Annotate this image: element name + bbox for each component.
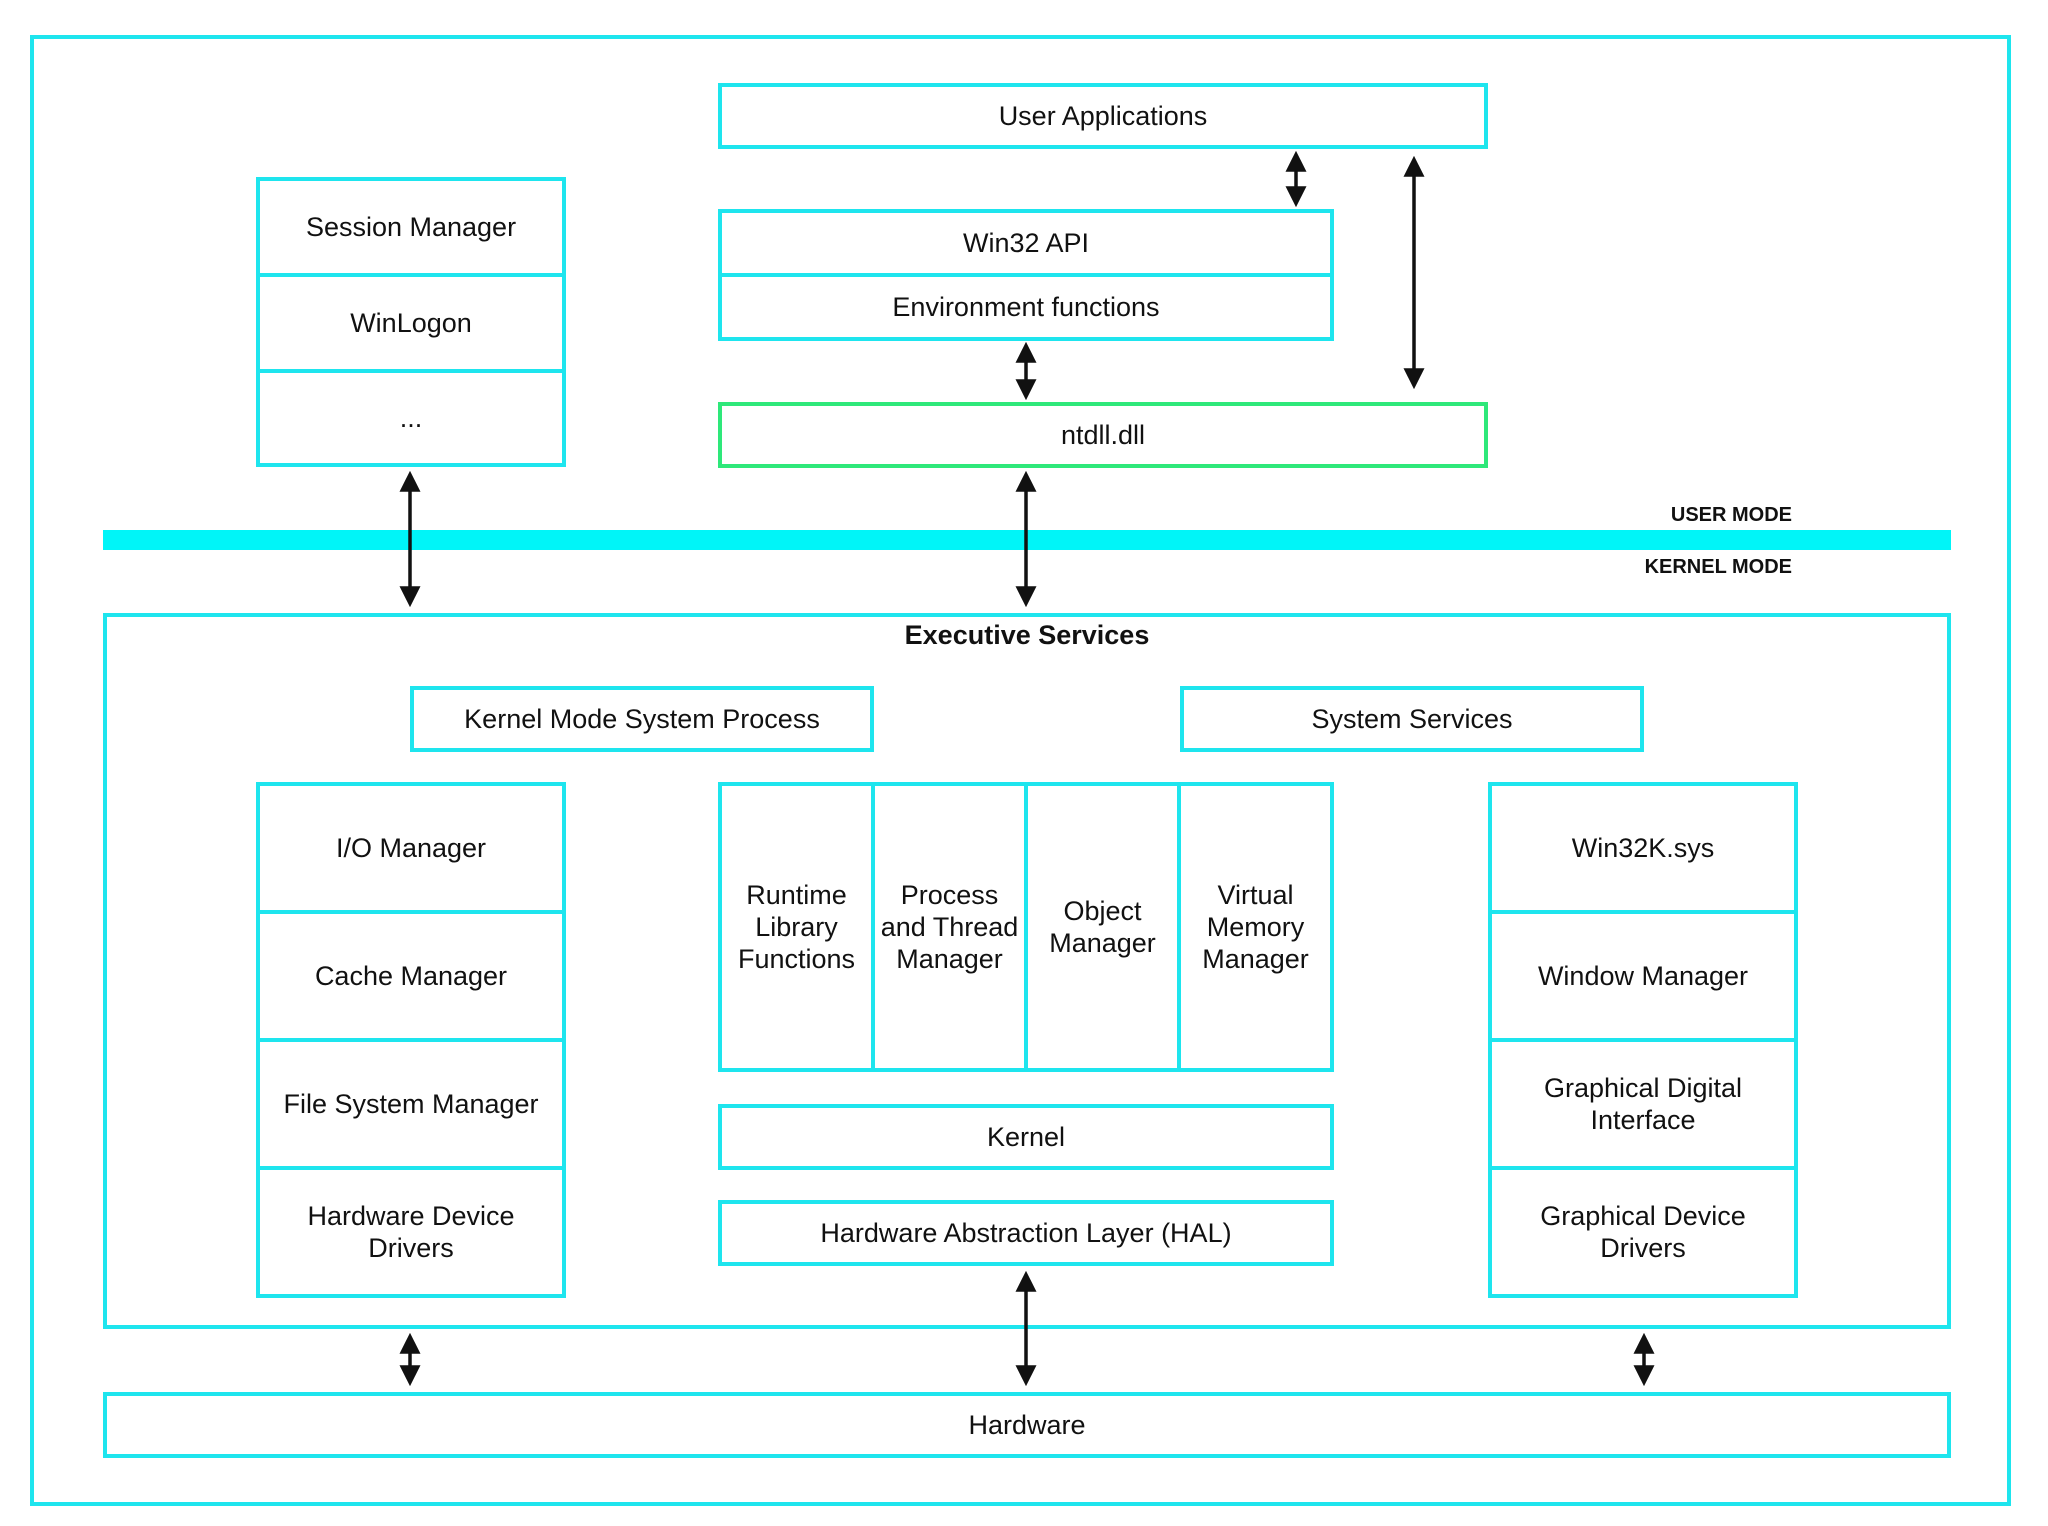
session-manager-cell: Session Manager — [260, 181, 562, 277]
hardware-box: Hardware — [103, 1392, 1951, 1458]
win32k-sys-cell: Win32K.sys — [1492, 786, 1794, 914]
executive-components-row: Runtime Library Functions Process and Th… — [718, 782, 1334, 1072]
executive-services-title: Executive Services — [904, 620, 1150, 650]
user-applications-box: User Applications — [718, 83, 1488, 149]
kernel-box: Kernel — [718, 1104, 1334, 1170]
io-stack: I/O Manager Cache Manager File System Ma… — [256, 782, 566, 1298]
hal-box: Hardware Abstraction Layer (HAL) — [718, 1200, 1334, 1266]
runtime-library-functions-label: Runtime Library Functions — [737, 880, 856, 974]
win32k-sys-label: Win32K.sys — [1571, 833, 1715, 863]
window-manager-cell: Window Manager — [1492, 914, 1794, 1042]
win32-stack: Win32 API Environment functions — [718, 209, 1334, 341]
kernel-label: Kernel — [986, 1122, 1066, 1152]
kernel-mode-system-process-box: Kernel Mode System Process — [410, 686, 874, 752]
file-system-manager-label: File System Manager — [283, 1089, 539, 1119]
cache-manager-cell: Cache Manager — [260, 914, 562, 1042]
graphical-device-drivers-cell: Graphical Device Drivers — [1492, 1170, 1794, 1294]
user-applications-label: User Applications — [998, 101, 1208, 131]
object-manager-label: Object Manager — [1049, 896, 1156, 958]
graphical-device-drivers-label: Graphical Device Drivers — [1540, 1201, 1746, 1263]
object-manager-cell: Object Manager — [1028, 786, 1181, 1068]
session-stack: Session Manager WinLogon ... — [256, 177, 566, 467]
ellipsis-cell: ... — [260, 373, 562, 463]
ntdll-box: ntdll.dll — [718, 402, 1488, 468]
win32-api-cell: Win32 API — [722, 213, 1330, 277]
environment-functions-cell: Environment functions — [722, 277, 1330, 337]
winlogon-cell: WinLogon — [260, 277, 562, 373]
graphical-digital-interface-label: Graphical Digital Interface — [1543, 1073, 1743, 1135]
virtual-memory-manager-label: Virtual Memory Manager — [1202, 880, 1309, 974]
hal-label: Hardware Abstraction Layer (HAL) — [820, 1218, 1232, 1248]
system-services-label: System Services — [1311, 704, 1513, 734]
ntdll-label: ntdll.dll — [1060, 420, 1146, 450]
io-manager-cell: I/O Manager — [260, 786, 562, 914]
user-mode-label: USER MODE — [1670, 504, 1792, 526]
hardware-device-drivers-cell: Hardware Device Drivers — [260, 1170, 562, 1294]
ellipsis-label: ... — [399, 403, 423, 433]
hardware-device-drivers-label: Hardware Device Drivers — [307, 1201, 515, 1263]
diagram-frame — [30, 35, 2011, 1506]
process-thread-manager-label: Process and Thread Manager — [880, 880, 1019, 974]
file-system-manager-cell: File System Manager — [260, 1042, 562, 1170]
kernel-mode-label: KERNEL MODE — [1644, 556, 1792, 578]
cache-manager-label: Cache Manager — [314, 961, 508, 991]
virtual-memory-manager-cell: Virtual Memory Manager — [1181, 786, 1330, 1068]
process-thread-manager-cell: Process and Thread Manager — [875, 786, 1028, 1068]
win32k-stack: Win32K.sys Window Manager Graphical Digi… — [1488, 782, 1798, 1298]
win32-api-label: Win32 API — [962, 228, 1090, 258]
io-manager-label: I/O Manager — [335, 833, 487, 863]
kernel-mode-system-process-label: Kernel Mode System Process — [464, 704, 820, 734]
runtime-library-functions-cell: Runtime Library Functions — [722, 786, 875, 1068]
session-manager-label: Session Manager — [305, 212, 517, 242]
graphical-digital-interface-cell: Graphical Digital Interface — [1492, 1042, 1794, 1170]
window-manager-label: Window Manager — [1537, 961, 1749, 991]
hardware-label: Hardware — [968, 1410, 1086, 1440]
system-services-box: System Services — [1180, 686, 1644, 752]
winlogon-label: WinLogon — [350, 308, 472, 338]
environment-functions-label: Environment functions — [892, 292, 1160, 322]
